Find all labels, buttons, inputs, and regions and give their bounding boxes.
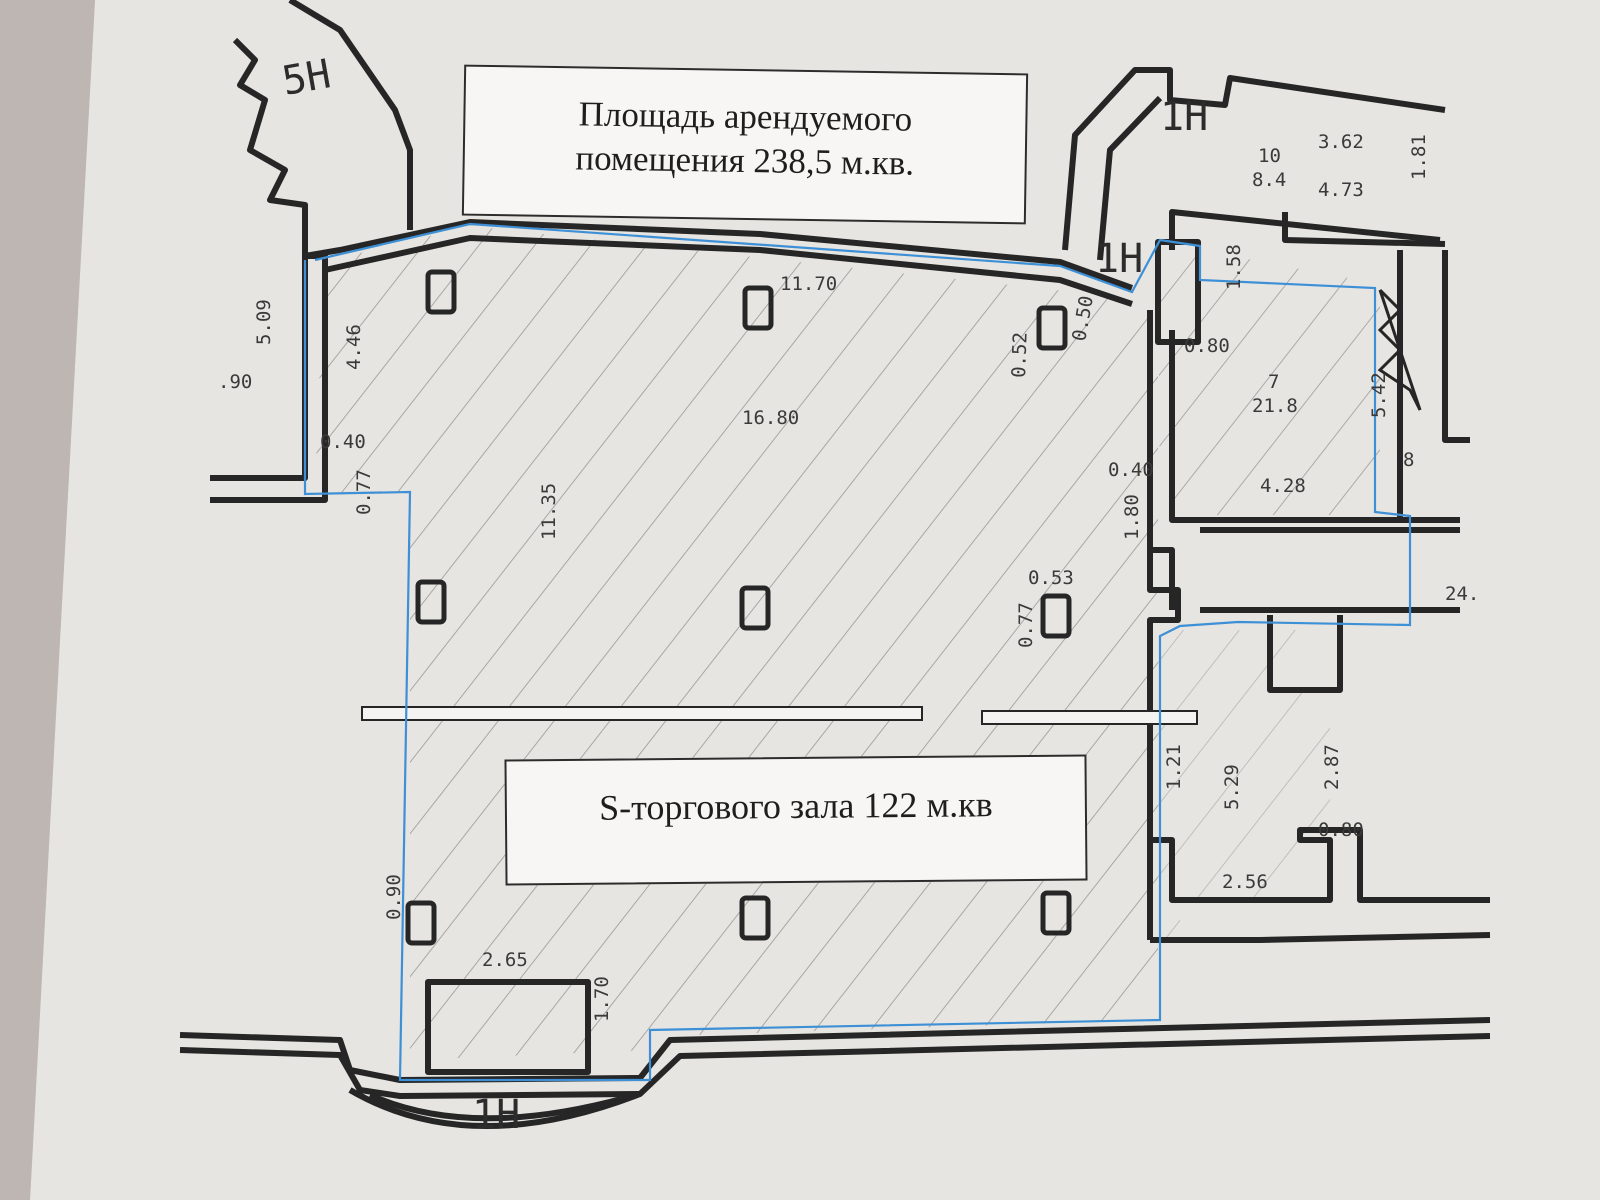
- dim-column-a: 0.52: [1008, 332, 1032, 379]
- dim-stair-width: 2.65: [482, 949, 528, 971]
- dim-column-d: 0.77: [1015, 602, 1037, 648]
- stair: [1377, 288, 1422, 411]
- dim-hall-width: 16.80: [742, 407, 799, 429]
- room7-area: 21.8: [1252, 395, 1298, 417]
- dim-left-outer: 5.09: [253, 299, 275, 345]
- room-label-1h-bottom: 1Н: [472, 1092, 520, 1138]
- room10-area: 8.4: [1252, 169, 1286, 191]
- room-label-5h: 5Н: [279, 51, 334, 105]
- dim-small-room-a: 0.80: [1184, 335, 1230, 357]
- room7-number: 7: [1268, 371, 1279, 393]
- dim-stair-mark: 8: [1403, 449, 1414, 471]
- dim-lower-room-inner: 2.87: [1321, 744, 1343, 790]
- dim-lower-room-left: 1.21: [1163, 744, 1185, 790]
- rented-area-caption: Площадь арендуемого помещения 238,5 м.кв…: [461, 64, 1029, 225]
- dim-lower-room-height: 5.29: [1221, 764, 1243, 810]
- dim-hall-top: 11.70: [780, 273, 837, 295]
- room7-height: 5.42: [1368, 372, 1390, 418]
- dim-left-wall: 4.46: [343, 324, 365, 370]
- dim-passage-left: 0.40: [1108, 459, 1154, 481]
- rented-area-line-2: помещения 238,5 м.кв.: [575, 138, 915, 183]
- rented-area-boundary: [303, 222, 1412, 1082]
- dim-left-far: .90: [218, 371, 252, 393]
- right-room-hatch: [1158, 242, 1380, 515]
- dim-right-edge: 24.: [1445, 583, 1479, 605]
- room-label-1h-top: 1Н: [1160, 94, 1208, 140]
- dim-left-gap-2: 0.77: [353, 469, 375, 515]
- room10-top: 3.62: [1318, 131, 1364, 153]
- room7-width: 4.28: [1260, 475, 1306, 497]
- dim-bottom-left: 0.90: [383, 874, 405, 920]
- room-label-1h-corridor: 1Н: [1095, 236, 1143, 282]
- sales-hall-text: S-торгового зала 122 м.кв: [598, 784, 993, 828]
- dim-lower-room-door: 0.80: [1318, 819, 1364, 841]
- dim-lower-room-width: 2.56: [1222, 871, 1268, 893]
- dim-hall-depth: 11.35: [538, 483, 560, 540]
- dimension-labels: 11.70 16.80 11.35 4.46 5.09 .90 0.40 0.7…: [218, 131, 1479, 1022]
- dim-stair-height: 1.70: [591, 976, 613, 1022]
- room10-width: 4.73: [1318, 179, 1364, 201]
- columns: [405, 269, 1072, 946]
- partitions: [361, 706, 1198, 725]
- dim-small-room-b: 1.58: [1223, 244, 1245, 290]
- lower-right-hatch: [1158, 630, 1330, 940]
- dim-left-gap: 0.40: [320, 431, 366, 453]
- dim-column-c: 0.53: [1028, 567, 1074, 589]
- room10-height: 1.81: [1408, 134, 1430, 180]
- sales-hall-caption: S-торгового зала 122 м.кв: [504, 754, 1088, 886]
- room10-number: 10: [1258, 145, 1281, 167]
- dim-passage-height: 1.80: [1121, 494, 1143, 540]
